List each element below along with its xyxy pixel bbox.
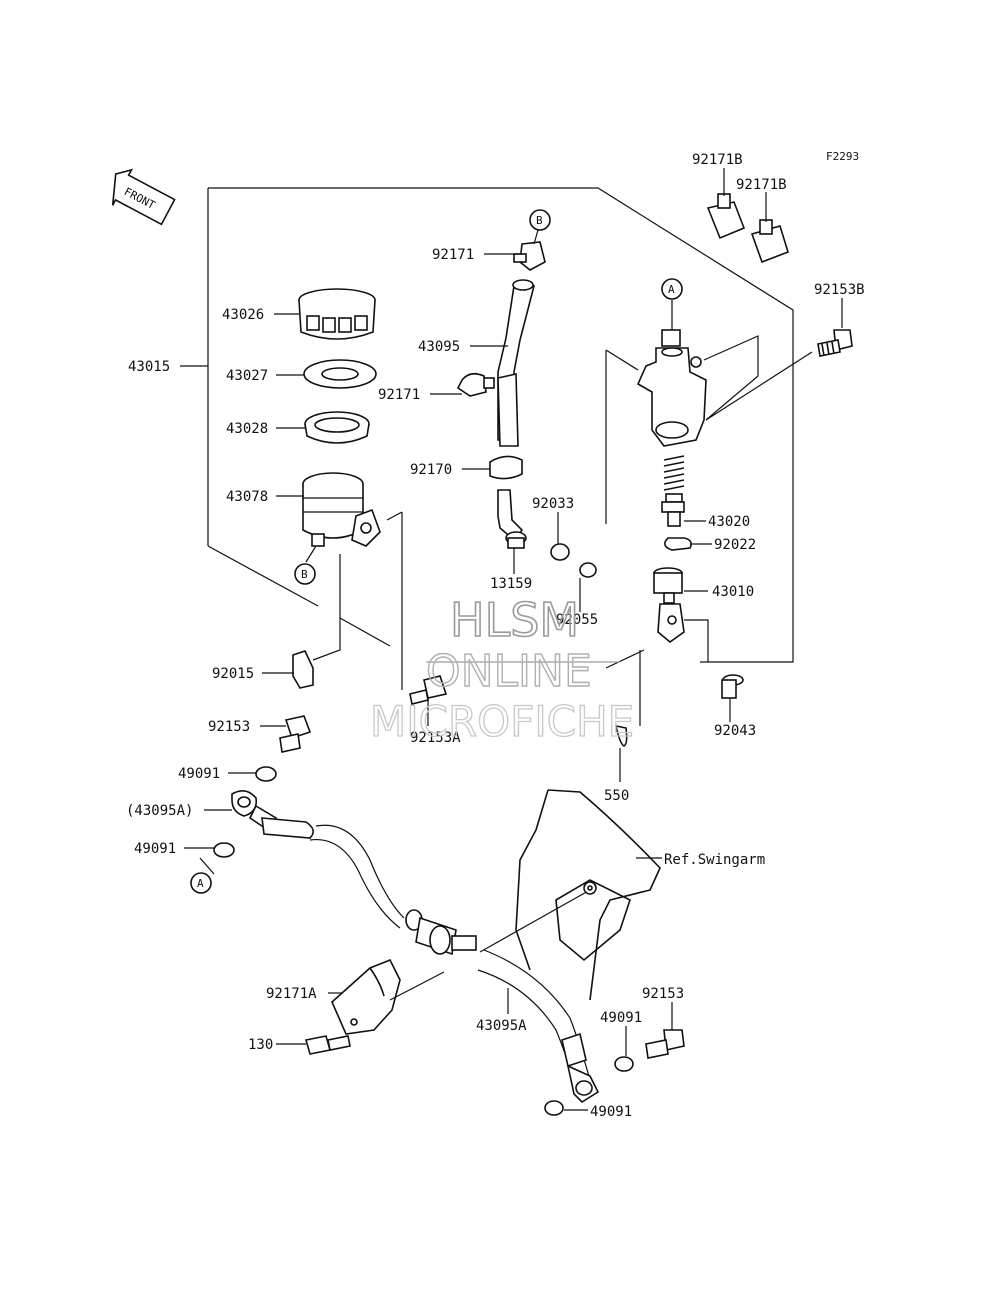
assembly-outline [208,187,794,663]
label-130: 130 [248,1037,273,1053]
label-92170: 92170 [410,462,452,478]
front-arrow-icon: FRONT [111,168,176,226]
master-cylinder-body [636,329,707,447]
cotter-pin-550 [614,724,628,747]
bolt-130 [304,1035,351,1055]
label-49091-d: 49091 [590,1104,632,1120]
part-labels: 92171B 92171B 92153B 92171 43026 43095 4… [126,152,865,1120]
bolt-92153B [817,329,853,357]
label-92171A: 92171A [266,986,317,1002]
circlip-92033 [550,543,570,561]
swingarm-reference [515,789,661,1001]
callout-B-bottom: B [294,563,316,585]
callout-A-top: A [661,278,683,300]
clamp-mid [456,372,495,397]
svg-text:B: B [536,214,543,227]
label-43028: 43028 [226,421,268,437]
label-43015: 43015 [128,359,170,375]
label-92015: 92015 [212,666,254,682]
label-43078: 43078 [226,489,268,505]
label-49091-c: 49091 [600,1010,642,1026]
watermark-line2: ONLINE [426,646,592,697]
label-92171-mid: 92171 [378,387,420,403]
brake-hose-upper [261,817,314,839]
label-49091-a: 49091 [178,766,220,782]
watermark-line1: HLSM [450,593,579,647]
label-92043: 92043 [714,723,756,739]
pushrod-43010 [653,567,685,644]
label-92153-right: 92153 [642,986,684,1002]
label-550: 550 [604,788,629,804]
figure-code: F2293 [826,150,859,163]
hose-fitting-13159 [497,489,527,549]
label-92171B-a: 92171B [692,152,743,168]
banjo-bolt-92153-left [279,715,312,753]
label-43095A: 43095A [476,1018,527,1034]
label-92033: 92033 [532,496,574,512]
hose-lower [497,373,519,447]
diaphragm [304,411,370,444]
label-43020: 43020 [708,514,750,530]
label-13159: 13159 [490,576,532,592]
hose-joint [405,909,477,956]
washer-49091-a [255,766,277,782]
clamp-92171B-b [750,219,789,264]
svg-text:A: A [197,877,204,890]
callout-A-bottom: A [190,872,212,894]
label-92022: 92022 [714,537,756,553]
banjo-bolt-92153-right [645,1029,685,1059]
clamp-92170 [489,455,523,480]
label-43095A-paren: (43095A) [126,803,193,819]
circlip-92022 [664,537,692,551]
label-92055: 92055 [556,612,598,628]
label-43027: 43027 [226,368,268,384]
o-ring-92055 [579,562,597,578]
label-92171-top: 92171 [432,247,474,263]
label-ref-swingarm: Ref.Swingarm [664,852,765,868]
label-43095: 43095 [418,339,460,355]
clamp-92171A [331,958,401,1035]
washer-49091-b [213,842,235,858]
svg-text:B: B [301,568,308,581]
reservoir-bracket [292,650,314,689]
banjo-fitting-lower [561,1032,600,1104]
piston-spring-43020 [661,455,685,527]
pin-92043 [721,674,744,699]
label-92171B-b: 92171B [736,177,787,193]
clamp-92171B-a [706,193,746,240]
label-43026: 43026 [222,307,264,323]
reservoir-cap [298,288,376,340]
watermark: HLSM ONLINE MICROFICHE [369,592,634,746]
washer-49091-c [614,1056,634,1072]
label-49091-b: 49091 [134,841,176,857]
callout-B-top: B [529,209,551,231]
reservoir-tank [302,472,381,547]
label-92153A: 92153A [410,730,461,746]
label-92153-left: 92153 [208,719,250,735]
leader-lines [180,168,843,1111]
clamp-top [513,241,546,271]
watermark-line3: MICROFICHE [370,697,634,746]
diaphragm-plate [303,359,377,389]
label-43010: 43010 [712,584,754,600]
label-92153B: 92153B [814,282,865,298]
svg-text:A: A [668,283,675,296]
washer-49091-d [544,1100,564,1116]
